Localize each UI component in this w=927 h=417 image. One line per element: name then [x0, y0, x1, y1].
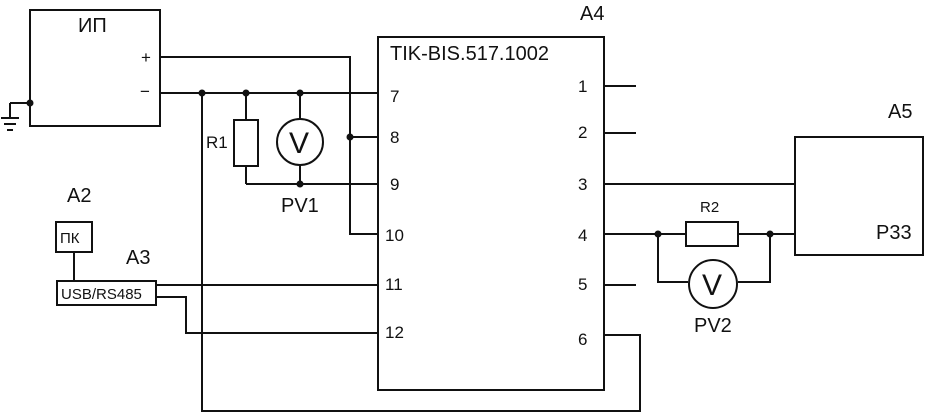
power-supply-minus: − [140, 82, 150, 101]
pin-10-label: 10 [385, 226, 404, 245]
voltmeter-pv2-symbol: V [702, 269, 722, 302]
pin-5-label: 5 [578, 275, 587, 294]
pc-label: ПК [60, 230, 80, 247]
power-supply-plus: + [141, 48, 151, 67]
converter-label: USB/RS485 [61, 286, 142, 303]
resistor-r1: R1 [206, 119, 259, 167]
module-title: TIK-BIS.517.1002 [390, 43, 549, 65]
voltmeter-pv2: V PV2 [688, 259, 738, 337]
pin-4-label: 4 [578, 226, 587, 245]
device-a5: A5 P33 [794, 101, 924, 256]
pin-12-label: 12 [385, 323, 404, 342]
converter-a3: A3 USB/RS485 [56, 247, 157, 306]
module-a4: A4 TIK-BIS.517.1002 7 8 9 10 11 12 1 2 3… [377, 3, 605, 391]
module-ref: A4 [580, 3, 604, 25]
pin-6-label: 6 [578, 330, 587, 349]
pin-7-label: 7 [390, 87, 399, 106]
pin-9-label: 9 [390, 175, 399, 194]
power-supply-label: ИП [78, 15, 107, 37]
voltmeter-pv1-label: PV1 [281, 195, 319, 217]
power-supply: ИП + − [29, 9, 161, 127]
resistor-r2: R2 [685, 199, 739, 247]
voltmeter-pv2-label: PV2 [694, 315, 732, 337]
pin-8-label: 8 [390, 128, 399, 147]
pin-2-label: 2 [578, 123, 587, 142]
wiring [156, 56, 795, 412]
pc-a2: A2 ПК [55, 185, 93, 253]
converter-ref: A3 [126, 247, 150, 269]
voltmeter-pv1: V PV1 [276, 118, 324, 217]
resistor-r1-label: R1 [206, 133, 228, 152]
device-label: P33 [876, 222, 912, 244]
pin-11-label: 11 [385, 275, 403, 294]
device-ref: A5 [888, 101, 912, 123]
pc-ref: A2 [67, 185, 91, 207]
pin-1-label: 1 [578, 77, 587, 96]
voltmeter-pv1-symbol: V [289, 127, 309, 160]
resistor-r2-label: R2 [700, 199, 719, 216]
pin-3-label: 3 [578, 175, 587, 194]
ground-symbol [1, 99, 34, 131]
